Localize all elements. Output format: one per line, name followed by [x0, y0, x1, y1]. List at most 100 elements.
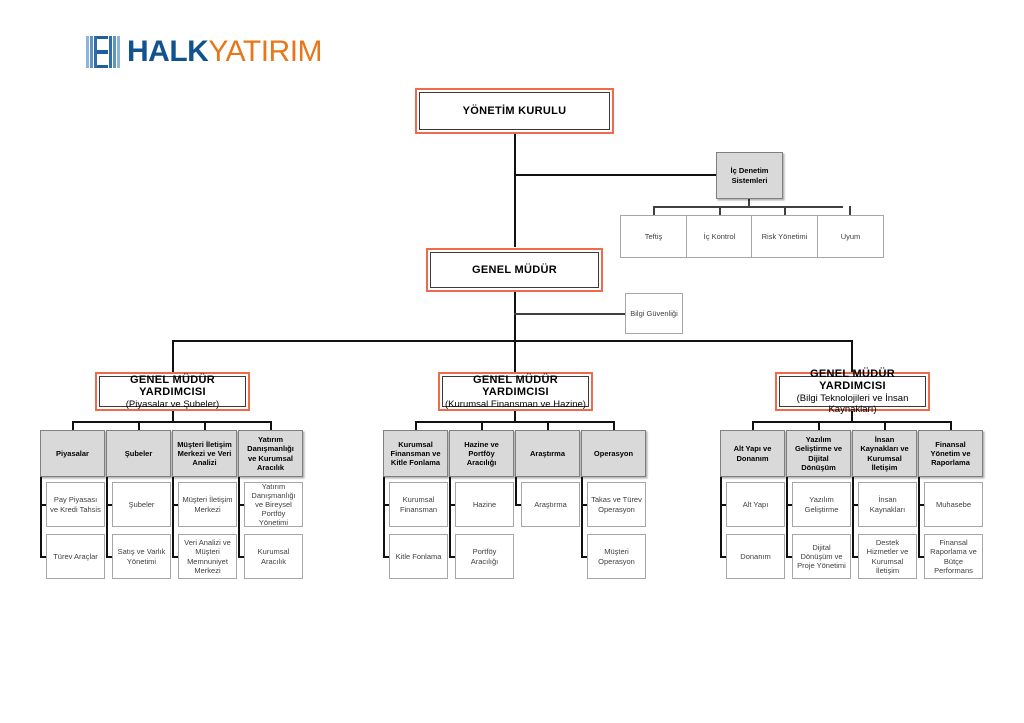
node-division-3[interactable]: GENEL MÜDÜR YARDIMCISI (Bilgi Teknolojil… — [775, 368, 930, 415]
node-unit-label: Müşteri İletişim Merkezi — [182, 495, 233, 514]
bracket-dept-1-2-u2 — [106, 556, 113, 558]
node-dept-2-1[interactable]: Kurumsal Finansman ve Kitle Fonlama — [383, 430, 448, 477]
connector-gm-spine — [514, 292, 516, 370]
halk-yatirim-logo-mark-icon — [86, 36, 120, 68]
node-unit-label: Kurumsal Aracılık — [257, 547, 290, 566]
node-unit-1-3-2[interactable]: Veri Analizi ve Müşteri Memnuniyet Merke… — [178, 534, 237, 579]
node-dept-label: Hazine ve Portföy Aracılığı — [464, 439, 499, 468]
node-division-2[interactable]: GENEL MÜDÜR YARDIMCISI (Kurumsal Finansm… — [438, 372, 593, 411]
node-unit-3-4-1[interactable]: Muhasebe — [924, 482, 983, 527]
node-dept-1-2[interactable]: Şubeler — [106, 430, 171, 477]
connector-div3-drop-4 — [950, 421, 952, 430]
bracket-dept-2-1-u2 — [383, 556, 390, 558]
node-division-1[interactable]: GENEL MÜDÜR YARDIMCISI (Piyasalar ve Şub… — [95, 372, 250, 411]
bracket-dept-3-1-u1 — [720, 504, 727, 506]
node-unit-1-3-1[interactable]: Müşteri İletişim Merkezi — [178, 482, 237, 527]
node-dept-3-2[interactable]: Yazılım Geliştirme ve Dijital Dönüşüm — [786, 430, 851, 477]
connector-divisions-bus — [172, 340, 853, 342]
bracket-dept-1-1-u2 — [40, 556, 47, 558]
bracket-dept-2-4-u1 — [581, 504, 588, 506]
node-dept-3-1[interactable]: Alt Yapı ve Donanım — [720, 430, 785, 477]
node-dept-label: Şubeler — [124, 448, 153, 458]
node-general-manager-label: GENEL MÜDÜR — [472, 264, 557, 276]
node-unit-label: Pay Piyasası ve Kredi Tahsis — [50, 495, 101, 514]
node-unit-2-1-2[interactable]: Kitle Fonlama — [389, 534, 448, 579]
connector-audit-drop-3 — [784, 206, 786, 215]
bracket-dept-2-4-u2 — [581, 556, 588, 558]
node-dept-label: Alt Yapı ve Donanım — [733, 444, 772, 463]
node-unit-label: Kitle Fonlama — [395, 551, 442, 561]
node-unit-1-4-2[interactable]: Kurumsal Aracılık — [244, 534, 303, 579]
node-audit-unit-ic-kontrol[interactable]: İç Kontrol — [686, 215, 753, 258]
node-dept-3-4[interactable]: Finansal Yönetim ve Raporlama — [918, 430, 983, 477]
node-board-of-directors[interactable]: YÖNETİM KURULU — [415, 88, 614, 134]
connector-audit-drop-2 — [719, 206, 721, 215]
node-division-3-title: GENEL MÜDÜR YARDIMCISI — [810, 368, 895, 392]
node-unit-label: Hazine — [472, 499, 497, 509]
connector-div1-drop-1 — [72, 421, 74, 430]
node-unit-label: Donanım — [740, 551, 771, 561]
node-division-2-subtitle: (Kurumsal Finansman ve Hazine) — [445, 398, 586, 410]
node-audit-unit-label: Uyum — [840, 231, 861, 241]
connector-div3-stub — [851, 411, 853, 422]
bracket-dept-2-2-u2 — [449, 556, 456, 558]
node-unit-1-1-2[interactable]: Türev Araçlar — [46, 534, 105, 579]
bracket-dept-1-3-u1 — [172, 504, 179, 506]
node-unit-1-4-1[interactable]: Yatırım Danışmanlığı ve Bireysel Portföy… — [244, 482, 303, 527]
node-unit-3-2-2[interactable]: Dijital Dönüşüm ve Proje Yönetimi — [792, 534, 851, 579]
connector-div2-bus — [415, 421, 614, 423]
connector-div1-drop-4 — [270, 421, 272, 430]
bracket-dept-3-3-u1 — [852, 504, 859, 506]
node-audit-unit-risk-yonetimi[interactable]: Risk Yönetimi — [751, 215, 818, 258]
node-unit-1-2-2[interactable]: Satış ve Varlık Yönetimi — [112, 534, 171, 579]
node-audit-unit-uyum[interactable]: Uyum — [817, 215, 884, 258]
node-unit-label: Satış ve Varlık Yönetimi — [117, 547, 166, 566]
node-dept-1-3[interactable]: Müşteri İletişim Merkezi ve Veri Analizi — [172, 430, 237, 477]
bracket-dept-3-1-u2 — [720, 556, 727, 558]
connector-audit-drop-1 — [653, 206, 655, 215]
node-unit-3-1-1[interactable]: Alt Yapı — [726, 482, 785, 527]
node-division-2-title: GENEL MÜDÜR YARDIMCISI — [473, 373, 558, 398]
node-dept-2-3[interactable]: Araştırma — [515, 430, 580, 477]
node-unit-3-4-2[interactable]: Finansal Raporlama ve Bütçe Performans — [924, 534, 983, 579]
node-unit-2-2-2[interactable]: Portföy Aracılığı — [455, 534, 514, 579]
connector-audit-bus — [653, 206, 843, 208]
node-unit-3-3-1[interactable]: İnsan Kaynakları — [858, 482, 917, 527]
node-dept-2-4[interactable]: Operasyon — [581, 430, 646, 477]
node-unit-3-1-2[interactable]: Donanım — [726, 534, 785, 579]
node-unit-label: Türev Araçlar — [53, 551, 98, 561]
node-unit-3-3-2[interactable]: Destek Hizmetler ve Kurumsal İletişim — [858, 534, 917, 579]
connector-div1-drop-3 — [204, 421, 206, 430]
node-unit-2-3-1[interactable]: Araştırma — [521, 482, 580, 527]
node-unit-2-2-1[interactable]: Hazine — [455, 482, 514, 527]
node-unit-label: Muhasebe — [935, 499, 972, 509]
connector-div1-bus — [72, 421, 271, 423]
node-dept-3-3[interactable]: İnsan Kaynakları ve Kurumsal İletişim — [852, 430, 917, 477]
node-audit-unit-label: İç Kontrol — [703, 231, 736, 241]
node-internal-audit-label: İç Denetim Sistemleri — [730, 166, 769, 185]
node-dept-1-4[interactable]: Yatırım Danışmanlığı ve Kurumsal Aracılı… — [238, 430, 303, 477]
connector-div3-drop-3 — [884, 421, 886, 430]
node-unit-2-4-2[interactable]: Müşteri Operasyon — [587, 534, 646, 579]
node-unit-1-1-1[interactable]: Pay Piyasası ve Kredi Tahsis — [46, 482, 105, 527]
node-unit-label: Kurumsal Finansman — [399, 495, 438, 514]
node-unit-3-2-1[interactable]: Yazılım Geliştirme — [792, 482, 851, 527]
node-unit-2-1-1[interactable]: Kurumsal Finansman — [389, 482, 448, 527]
node-dept-2-2[interactable]: Hazine ve Portföy Aracılığı — [449, 430, 514, 477]
node-audit-unit-teftis[interactable]: Teftiş — [620, 215, 687, 258]
node-unit-label: Yazılım Geliştirme — [804, 495, 839, 514]
node-unit-2-4-1[interactable]: Takas ve Türev Operasyon — [587, 482, 646, 527]
node-information-security-label: Bilgi Güvenliği — [630, 308, 678, 318]
connector-div3-drop-1 — [752, 421, 754, 430]
node-internal-audit-systems[interactable]: İç Denetim Sistemleri — [716, 152, 783, 199]
node-unit-label: Alt Yapı — [742, 499, 769, 509]
connector-board-to-internal-audit — [514, 174, 716, 176]
node-general-manager[interactable]: GENEL MÜDÜR — [426, 248, 603, 292]
bracket-dept-2-2-u1 — [449, 504, 456, 506]
node-unit-1-2-1[interactable]: Şubeler — [112, 482, 171, 527]
node-audit-unit-label: Teftiş — [644, 231, 663, 241]
connector-div2-drop-2 — [481, 421, 483, 430]
node-information-security[interactable]: Bilgi Güvenliği — [625, 293, 683, 334]
node-dept-1-1[interactable]: Piyasalar — [40, 430, 105, 477]
node-audit-unit-label: Risk Yönetimi — [761, 231, 808, 241]
